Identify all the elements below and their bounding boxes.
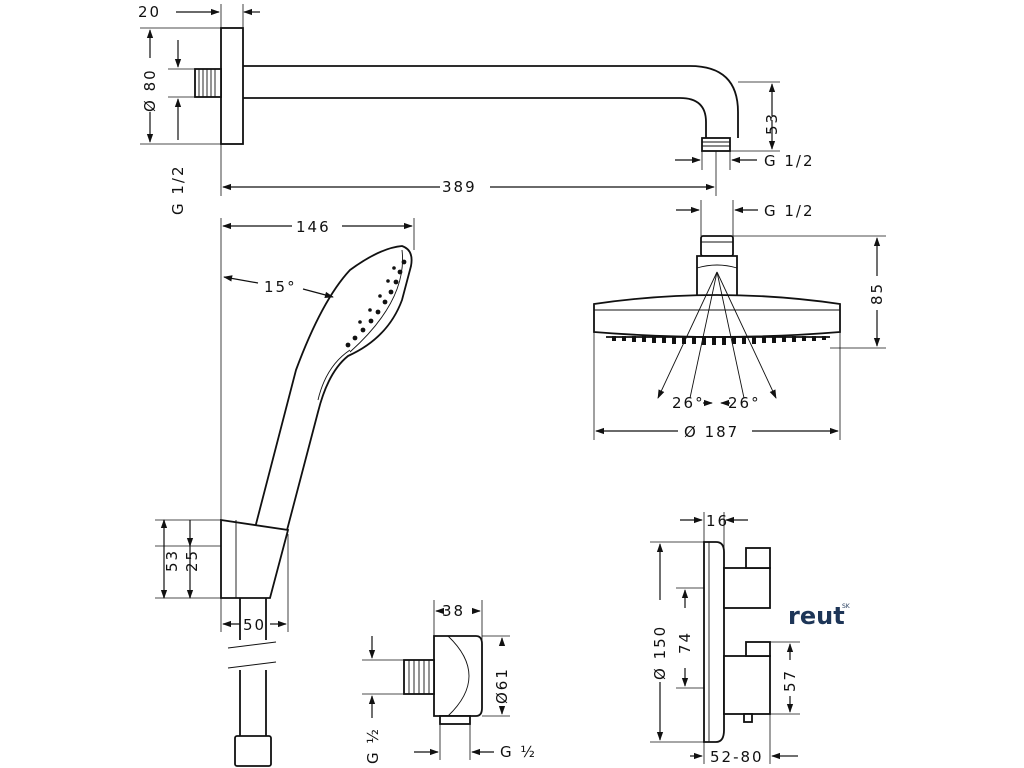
thermostat-upper-handle xyxy=(723,567,771,609)
label-thermo-plate-depth: 16 xyxy=(706,512,729,530)
label-outlet-thread-hose: G ½ xyxy=(500,743,537,761)
wall-holder xyxy=(220,518,290,599)
head-nozzles xyxy=(612,336,826,345)
dim-arm-flange-depth: 20 xyxy=(138,3,260,28)
label-thermo-plate-dia: Ø 150 xyxy=(651,625,669,680)
dim-arm-drop: 53 xyxy=(730,81,781,152)
label-head-dia: Ø 187 xyxy=(684,423,739,441)
thermostat-plate xyxy=(703,541,725,743)
dim-outlet-thread-wall: G ½ xyxy=(362,636,404,764)
label-head-angle-left: 26° xyxy=(672,394,705,412)
label-holder-width: 50 xyxy=(243,616,266,634)
arm-outlet-thread xyxy=(701,137,731,152)
dim-thermo-lower-offset: 57 xyxy=(770,641,800,715)
arm-tube-outer xyxy=(243,65,739,138)
thermostat-stop-pin xyxy=(743,713,753,723)
dim-handshower-angle: 15° xyxy=(223,275,334,298)
hand-shower-drawing xyxy=(220,245,413,767)
dim-head-height: 85 xyxy=(733,235,886,349)
dim-thermo-handle-spacing: 74 xyxy=(676,587,704,689)
dim-outlet-dia: Ø61 xyxy=(482,635,511,717)
label-handshower-length: 146 xyxy=(296,218,331,236)
label-head-height: 85 xyxy=(868,282,886,305)
dim-arm-thread-wall: G 1/2 xyxy=(168,40,195,215)
label-handshower-angle: 15° xyxy=(264,278,297,296)
head-shower-drawing xyxy=(593,235,841,399)
label-thermo-handle-spacing: 74 xyxy=(676,631,694,654)
hand-shower-body xyxy=(253,245,413,536)
dim-outlet-thread-hose: G ½ xyxy=(414,724,537,761)
dim-thermo-plate-dia: Ø 150 xyxy=(650,541,704,743)
thermostat-upper-lever xyxy=(745,547,771,569)
label-outlet-depth: 38 xyxy=(442,602,465,620)
dim-arm-length: 389 xyxy=(220,144,717,196)
brand-logo: reut SK xyxy=(788,602,851,630)
thermostat-lower-cap xyxy=(745,641,771,657)
label-thermo-projection: 52-80 xyxy=(710,748,764,766)
label-head-thread: G 1/2 xyxy=(764,202,815,220)
head-joint xyxy=(696,255,738,297)
outlet-hose-thread xyxy=(439,715,471,725)
thermostat-drawing xyxy=(703,541,771,743)
outlet-body xyxy=(433,635,483,717)
dim-thermo-plate-depth: 16 xyxy=(680,512,748,552)
dim-arm-thread-outlet: G 1/2 xyxy=(675,151,815,170)
label-thermo-lower-offset: 57 xyxy=(781,669,799,692)
dim-arm-flange-dia: Ø 80 xyxy=(140,27,221,145)
label-outlet-dia: Ø61 xyxy=(493,667,511,704)
dim-thermo-projection: 52-80 xyxy=(690,714,798,766)
dim-outlet-depth: 38 xyxy=(433,600,483,640)
brand-name: reut xyxy=(788,602,845,630)
dim-head-angles: 26° 26° xyxy=(672,394,761,412)
label-arm-thread-outlet: G 1/2 xyxy=(764,152,815,170)
brand-superscript: SK xyxy=(842,603,851,610)
label-arm-thread-wall: G 1/2 xyxy=(169,164,187,215)
dim-holder-height: 53 25 xyxy=(155,519,221,599)
head-thread-nut xyxy=(700,235,734,257)
arm-tube-inner xyxy=(243,97,707,138)
label-outlet-thread-wall: G ½ xyxy=(364,727,382,764)
wall-flange xyxy=(220,27,244,145)
dim-handshower-length: 146 xyxy=(220,218,415,520)
hand-shower-nozzles xyxy=(345,259,407,348)
shower-arm-drawing xyxy=(194,27,739,152)
label-arm-flange-depth: 20 xyxy=(138,3,161,21)
label-head-angle-right: 26° xyxy=(728,394,761,412)
dim-holder-width: 50 xyxy=(220,534,289,634)
wall-outlet-drawing xyxy=(403,635,483,725)
dim-head-thread: G 1/2 xyxy=(676,200,815,236)
thermostat-lower-handle xyxy=(723,655,771,715)
hose-nut xyxy=(234,735,272,767)
label-arm-flange-dia: Ø 80 xyxy=(141,68,159,112)
label-arm-length: 389 xyxy=(442,178,477,196)
label-holder-height-total: 53 xyxy=(163,549,181,572)
label-holder-height-inner: 25 xyxy=(183,549,201,572)
dim-head-dia: Ø 187 xyxy=(593,332,841,441)
label-arm-drop: 53 xyxy=(763,112,781,135)
head-disc xyxy=(593,294,841,338)
